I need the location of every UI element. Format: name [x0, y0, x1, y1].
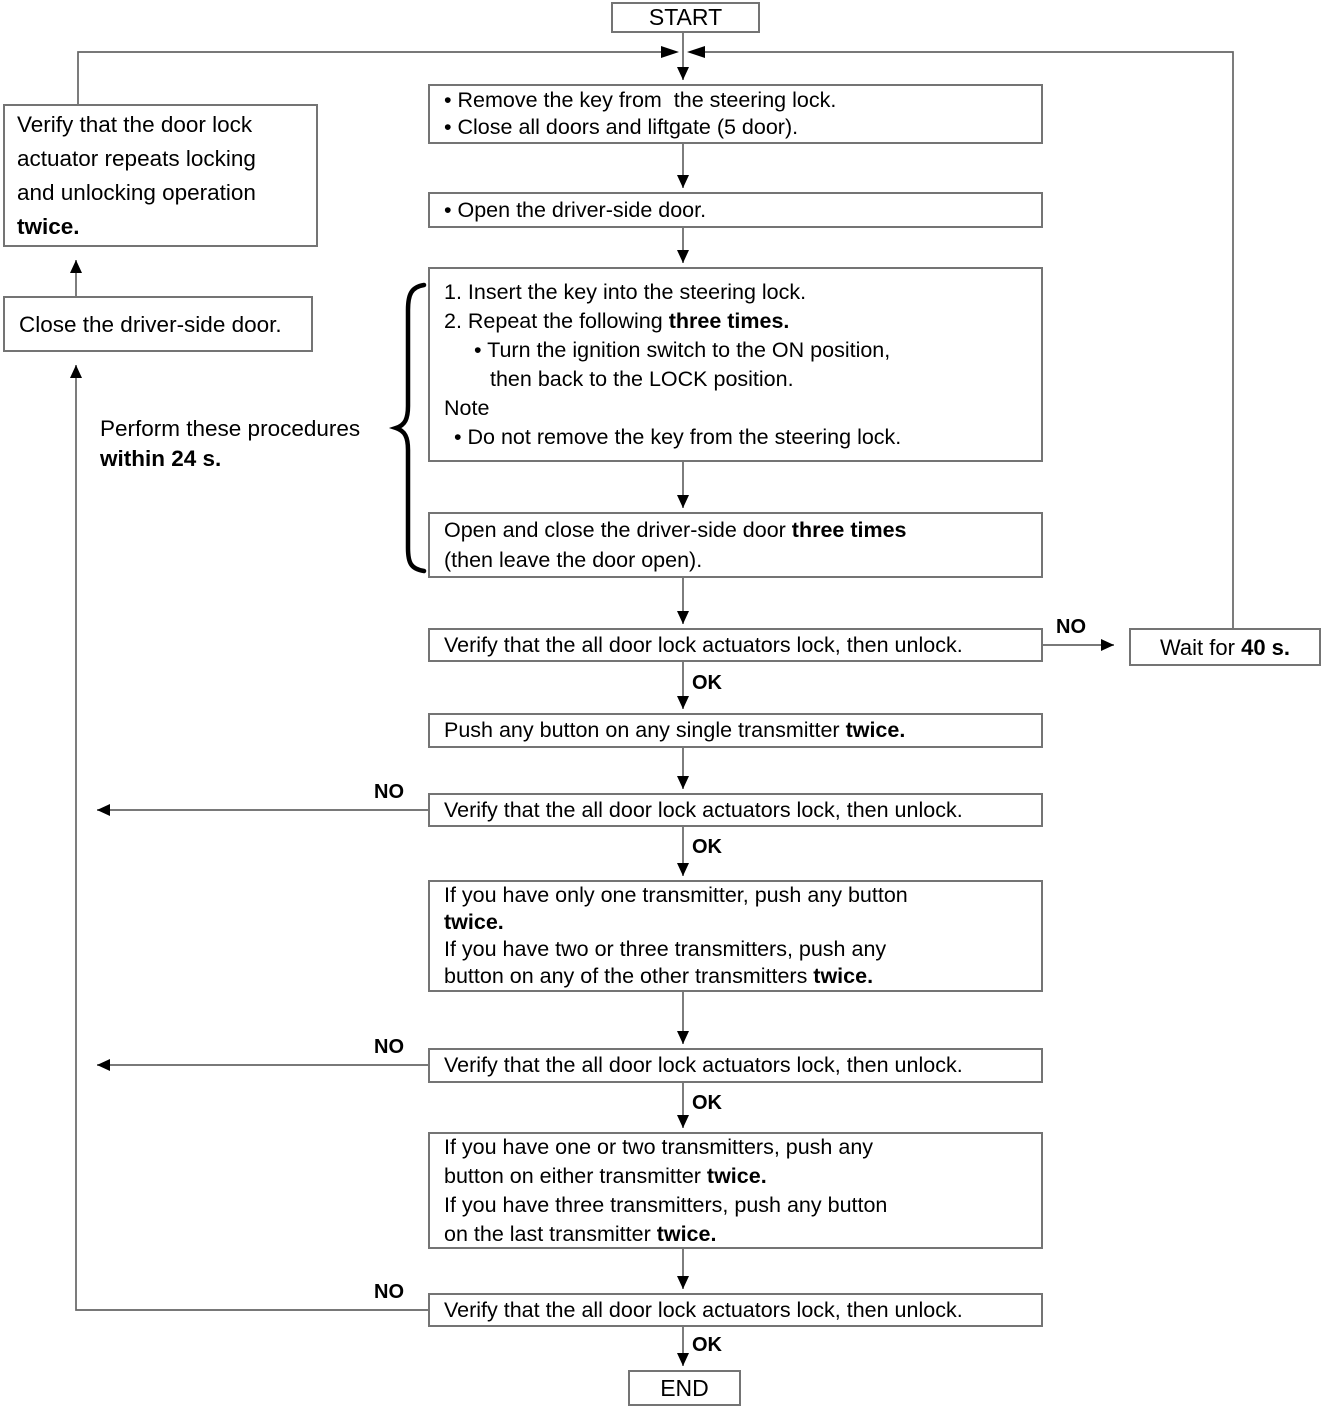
text-line: • Remove the key from the steering lock.: [444, 88, 837, 112]
edge-label-ok-2: OK: [692, 836, 722, 858]
text-line: Verify that the all door lock actuators …: [444, 1053, 963, 1077]
edge-label-ok-4: OK: [692, 1334, 722, 1356]
text-line: • Turn the ignition switch to the ON pos…: [474, 337, 891, 362]
text-line: Close the driver-side door.: [19, 311, 282, 337]
text-line: twice.: [444, 910, 504, 934]
text-line: 1. Insert the key into the steering lock…: [444, 279, 807, 304]
text-line: • Open the driver-side door.: [444, 197, 707, 222]
node-end: END: [628, 1370, 741, 1406]
text-line: • Close all doors and liftgate (5 door).: [444, 115, 799, 139]
node-verify-actuators-4: Verify that the all door lock actuators …: [428, 1293, 1043, 1327]
node-start: START: [611, 2, 760, 33]
text-line: twice.: [17, 213, 80, 239]
brace-icon: [388, 282, 427, 574]
text-line: If you have one or two transmitters, pus…: [444, 1134, 874, 1159]
text-line: • Do not remove the key from the steerin…: [454, 424, 902, 449]
text-line: Verify that the all door lock actuators …: [444, 1297, 963, 1322]
text-line: Push any button on any single transmitte…: [444, 718, 906, 742]
text-line: button on either transmitter twice.: [444, 1163, 767, 1188]
edge-label-no-4: NO: [374, 1281, 404, 1303]
text-line: Open and close the driver-side door thre…: [444, 518, 907, 542]
edge-label-no-3: NO: [374, 1036, 404, 1058]
text-line: and unlocking operation: [17, 179, 256, 205]
node-remove-key: • Remove the key from the steering lock.…: [428, 84, 1043, 144]
node-insert-key-procedure: 1. Insert the key into the steering lock…: [428, 267, 1043, 462]
text-line: If you have three transmitters, push any…: [444, 1192, 888, 1217]
junction-arrow-left-icon: [687, 46, 705, 58]
node-open-close-three-times: Open and close the driver-side door thre…: [428, 512, 1043, 578]
node-verify-actuators-3: Verify that the all door lock actuators …: [428, 1048, 1043, 1083]
edge-label-no-1: NO: [1056, 616, 1086, 638]
text-line: 2. Repeat the following three times.: [444, 308, 790, 333]
text-line: then back to the LOCK position.: [490, 366, 794, 391]
node-one-or-two-transmitters: If you have one or two transmitters, pus…: [428, 1132, 1043, 1249]
text-line: on the last transmitter twice.: [444, 1221, 717, 1246]
node-left-verify-repeat: Verify that the door lock actuator repeat…: [3, 104, 318, 247]
node-push-any-button: Push any button on any single transmitte…: [428, 713, 1043, 748]
junction-arrow-right-icon: [661, 46, 679, 58]
edge-label-ok-1: OK: [692, 672, 722, 694]
node-verify-actuators-1: Verify that the all door lock actuators …: [428, 628, 1043, 662]
text-line: (then leave the door open).: [444, 548, 703, 572]
node-one-transmitter: If you have only one transmitter, push a…: [428, 880, 1043, 992]
text-line: actuator repeats locking: [17, 145, 256, 171]
brace-note: Perform these procedures within 24 s.: [100, 414, 400, 474]
node-verify-actuators-2: Verify that the all door lock actuators …: [428, 793, 1043, 827]
end-label: END: [660, 1374, 709, 1401]
text-line: Verify that the door lock: [17, 111, 253, 137]
text-line: button on any of the other transmitters …: [444, 964, 874, 988]
text-line: If you have only one transmitter, push a…: [444, 883, 908, 907]
flow-lines: [70, 33, 1234, 1366]
node-open-driver-door: • Open the driver-side door.: [428, 192, 1043, 228]
edge-label-no-2: NO: [374, 781, 404, 803]
text-line: Note: [444, 395, 490, 420]
text-line: If you have two or three transmitters, p…: [444, 937, 887, 961]
text-line: Perform these procedures: [100, 416, 361, 441]
text-line: Wait for 40 s.: [1159, 634, 1291, 660]
start-label: START: [648, 4, 723, 30]
node-close-driver-door: Close the driver-side door.: [3, 296, 313, 352]
edge-label-ok-3: OK: [692, 1092, 722, 1114]
text-line: within 24 s.: [100, 446, 222, 471]
text-line: Verify that the all door lock actuators …: [444, 797, 963, 822]
node-wait-40s: Wait for 40 s.: [1129, 628, 1321, 666]
text-line: Verify that the all door lock actuators …: [444, 632, 963, 657]
